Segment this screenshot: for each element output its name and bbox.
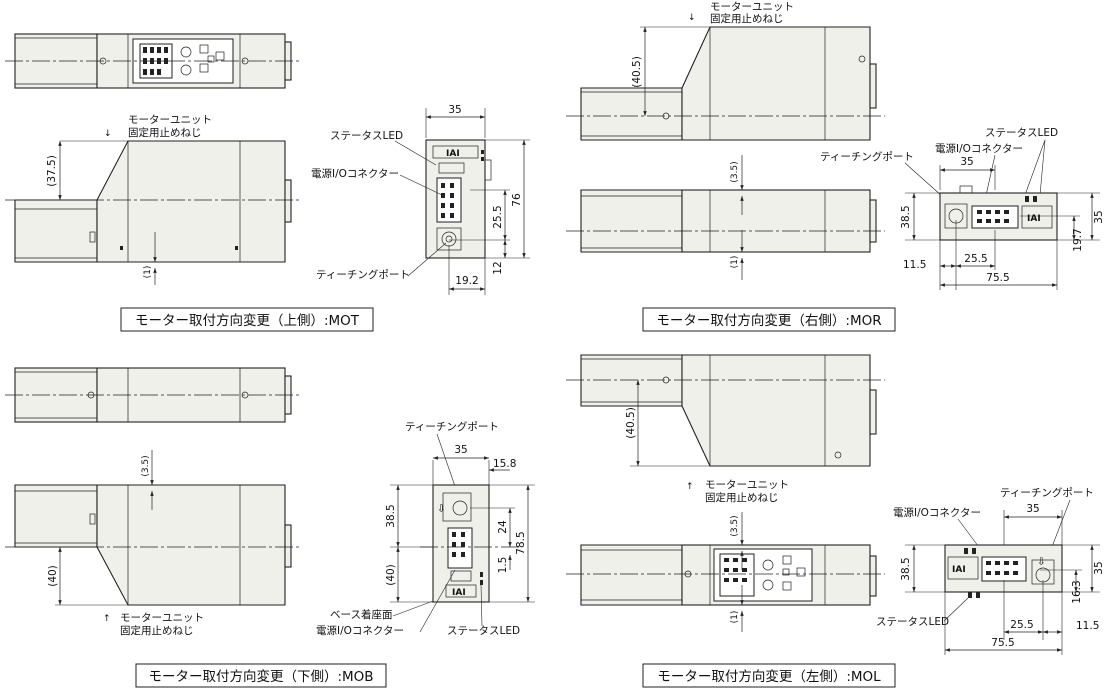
svg-text:35: 35: [1026, 503, 1039, 515]
mor-top-view: モーターユニット 固定用止めねじ ↓ (40.5): [566, 1, 885, 141]
dim-76: 76: [511, 193, 523, 207]
dim-37-5: (37.5): [46, 155, 58, 187]
mot-front-view: 35 IAI 76 25.5 12 19.2 ステータスLED 電源I/Oコネク…: [311, 104, 530, 295]
svg-text:11.5: 11.5: [1076, 620, 1099, 632]
power-io-label: 電源I/Oコネクター: [311, 167, 399, 180]
mol-front-view: ティーチングポート 35 電源I/Oコネクター IAI ⇩ 38.5 35 16…: [876, 486, 1105, 655]
svg-text:15.8: 15.8: [493, 458, 516, 470]
svg-text:(1): (1): [730, 611, 740, 624]
svg-text:(40): (40): [47, 565, 59, 587]
svg-text:固定用止めねじ: 固定用止めねじ: [710, 12, 784, 25]
svg-text:IAI: IAI: [952, 565, 966, 575]
svg-text:1.5: 1.5: [497, 557, 509, 574]
svg-text:(1): (1): [730, 256, 740, 269]
svg-text:19.7: 19.7: [1072, 228, 1084, 251]
svg-text:35: 35: [454, 444, 467, 456]
mor-side-view: (3.5) (1): [566, 155, 885, 280]
dim-12: 12: [492, 261, 504, 274]
svg-text:↑: ↑: [686, 482, 694, 492]
svg-text:モーター取付方向変更（下側）:MOB: モーター取付方向変更（下側）:MOB: [148, 668, 373, 685]
svg-text:38.5: 38.5: [900, 205, 912, 228]
svg-text:24: 24: [497, 520, 509, 534]
mob-top-view: [5, 367, 300, 423]
svg-text:モーター取付方向変更（上側）:MOT: モーター取付方向変更（上側）:MOT: [135, 312, 360, 329]
svg-text:25.5: 25.5: [1010, 619, 1033, 631]
svg-text:ティーチングポート: ティーチングポート: [820, 150, 914, 163]
mob-front-view: ティーチングポート 35 15.8 ⇩ IAI 38.5 (40) 78.5 2…: [316, 420, 535, 637]
dim-35: 35: [448, 104, 461, 116]
svg-text:モーターユニット: モーターユニット: [710, 1, 794, 13]
port-arrow-icon-mol: ⇩: [1037, 556, 1046, 568]
svg-text:電源I/Oコネクター: 電源I/Oコネクター: [316, 624, 404, 637]
svg-text:ステータスLED: ステータスLED: [985, 127, 1058, 139]
svg-text:ステータスLED: ステータスLED: [876, 616, 949, 628]
svg-text:ティーチングポート: ティーチングポート: [405, 420, 499, 433]
caption-mob: モーター取付方向変更（下側）:MOB: [135, 663, 387, 688]
svg-text:ベース着座面: ベース着座面: [330, 608, 392, 621]
svg-text:78.5: 78.5: [515, 531, 527, 554]
caption-mol: モーター取付方向変更（左側）:MOL: [642, 663, 896, 688]
svg-text:IAI: IAI: [1027, 214, 1041, 224]
mol-top-view: (40.5) ↑ モーターユニット 固定用止めねじ: [566, 354, 885, 504]
svg-text:↑: ↑: [103, 614, 111, 624]
motor-screw-label: モーターユニット: [128, 114, 212, 126]
driver-panel-mol: [713, 548, 813, 602]
svg-text:35: 35: [1093, 561, 1105, 574]
dim-25-5: 25.5: [492, 205, 504, 228]
svg-text:固定用止めねじ: 固定用止めねじ: [705, 491, 779, 504]
caption-mot: モーター取付方向変更（上側）:MOT: [120, 307, 374, 332]
svg-text:38.5: 38.5: [385, 504, 397, 527]
mol-side-view: (3.5) (1): [566, 512, 885, 632]
svg-text:モーター取付方向変更（左側）:MOL: モーター取付方向変更（左側）:MOL: [657, 668, 881, 685]
svg-text:25.5: 25.5: [964, 253, 987, 265]
iai-logo: IAI: [446, 149, 460, 159]
teaching-port-label: ティーチングポート: [316, 268, 410, 281]
mot-top-view: [5, 33, 300, 89]
mot-side-view: モーターユニット 固定用止めねじ ↓ (37.5) (1): [5, 114, 300, 285]
svg-text:(40.5): (40.5): [631, 56, 643, 88]
status-led-label: ステータスLED: [330, 130, 403, 142]
svg-text:75.5: 75.5: [991, 637, 1014, 649]
mob-side-view: (3.5) (40) ↑ モーターユニット 固定用止めねじ: [5, 450, 300, 637]
svg-text:ティーチングポート: ティーチングポート: [1000, 486, 1094, 499]
svg-text:35: 35: [1093, 210, 1105, 223]
svg-text:ステータスLED: ステータスLED: [447, 625, 520, 637]
svg-text:モーターユニット: モーターユニット: [120, 612, 204, 624]
svg-text:(3.5): (3.5): [141, 455, 151, 476]
svg-text:固定用止めねじ: 固定用止めねじ: [120, 624, 194, 637]
svg-text:(3.5): (3.5): [730, 515, 740, 536]
dim-1: (1): [143, 266, 153, 279]
down-arrow-glyph: ↓: [104, 129, 112, 139]
svg-text:(3.5): (3.5): [730, 161, 740, 182]
svg-text:電源I/Oコネクター: 電源I/Oコネクター: [893, 506, 981, 519]
caption-mor: モーター取付方向変更（右側）:MOR: [642, 307, 896, 332]
svg-text:11.5: 11.5: [903, 259, 926, 271]
svg-text:IAI: IAI: [452, 588, 466, 598]
svg-text:38.5: 38.5: [900, 557, 912, 580]
svg-text:(40.5): (40.5): [625, 407, 637, 439]
port-arrow-icon: ⇩: [437, 503, 446, 515]
mor-front-view: ティーチングポート 電源I/Oコネクター ステータスLED 35 IAI 38.…: [820, 127, 1105, 290]
svg-text:16.3: 16.3: [1071, 580, 1083, 603]
svg-text:35: 35: [960, 156, 973, 168]
svg-text:電源I/Oコネクター: 電源I/Oコネクター: [935, 142, 1023, 155]
svg-text:モーターユニット: モーターユニット: [705, 479, 789, 491]
svg-text:(40): (40): [385, 564, 397, 586]
dim-19-2: 19.2: [455, 275, 478, 287]
svg-text:75.5: 75.5: [986, 272, 1009, 284]
motor-screw-label-2: 固定用止めねじ: [128, 126, 202, 139]
svg-text:モーター取付方向変更（右側）:MOR: モーター取付方向変更（右側）:MOR: [656, 312, 881, 329]
svg-text:↓: ↓: [688, 13, 696, 23]
